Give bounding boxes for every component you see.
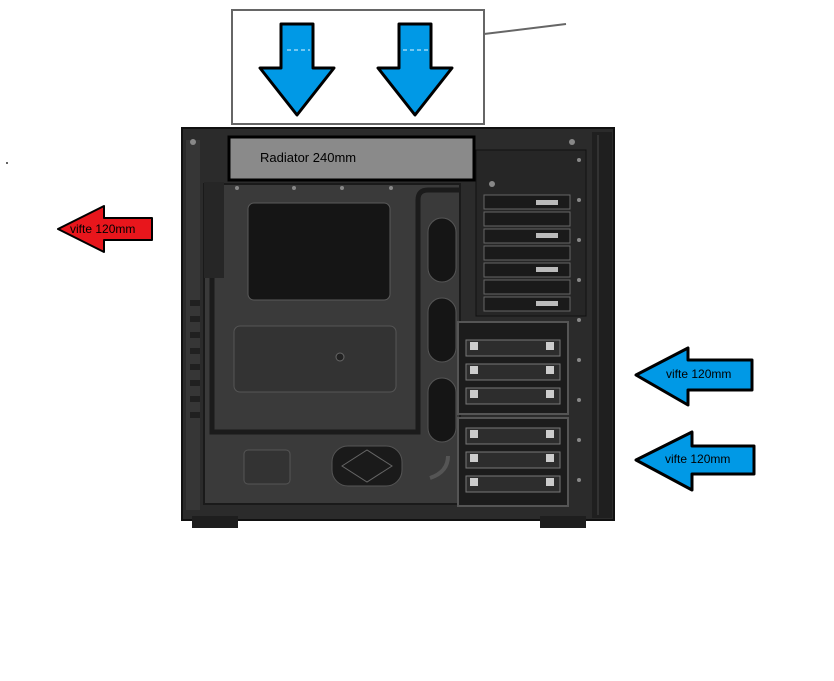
- hdd-cage-lower: [457, 417, 569, 507]
- intake-arrow-lower-icon: [634, 430, 756, 492]
- pci-slots: [190, 300, 200, 418]
- exhaust-arrow-icon: [57, 205, 153, 253]
- exhaust-fan-label: vifte 120mm: [70, 222, 136, 236]
- cable-grommets: [427, 217, 457, 443]
- intake-arrow-upper-icon: [634, 346, 754, 407]
- pc-case: [181, 127, 615, 528]
- drive-bays-5-25: [475, 149, 587, 317]
- radiator-label: Radiator 240mm: [260, 150, 357, 165]
- top-intake-arrow-right-icon: [376, 22, 454, 117]
- hdd-cage-upper: [457, 321, 569, 415]
- top-intake-arrow-left-icon: [258, 22, 336, 117]
- radiator-bar: [227, 135, 476, 182]
- radiator-fan-box: [231, 9, 567, 125]
- intake-fan-upper-label: vifte 120mm: [666, 367, 732, 381]
- intake-fan-lower-label: vifte 120mm: [665, 452, 731, 466]
